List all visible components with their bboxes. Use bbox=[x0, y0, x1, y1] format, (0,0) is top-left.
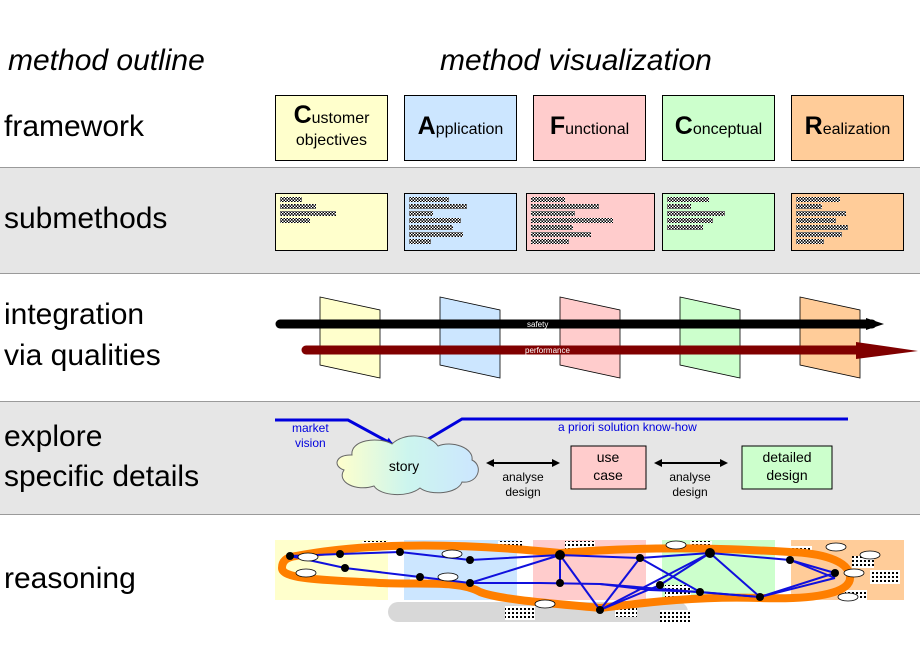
framework-box-realization: Realization bbox=[791, 95, 904, 161]
conceptual-rest: onceptual bbox=[692, 121, 763, 138]
submethod-lines-customer bbox=[280, 197, 336, 223]
use-case-box bbox=[570, 445, 647, 490]
submethod-lines-realization bbox=[796, 197, 848, 244]
plane-conceptual bbox=[679, 296, 741, 379]
submethod-lines-functional bbox=[531, 197, 613, 244]
framework-box-conceptual: Conceptual bbox=[662, 95, 775, 161]
analyse-2-text-a: analyse bbox=[669, 470, 711, 484]
integration-label-line1: integration bbox=[4, 298, 145, 331]
plane-realization bbox=[799, 296, 861, 379]
framework-box-application: Application bbox=[404, 95, 517, 161]
submethods-label: submethods bbox=[4, 202, 168, 235]
use-case-text-1: use bbox=[597, 449, 620, 465]
method-outline-header: method outline bbox=[8, 44, 205, 77]
story-text: story bbox=[389, 458, 419, 474]
functional-initial: F bbox=[549, 112, 566, 140]
plane-application bbox=[439, 296, 501, 379]
customer-rest: ustomer bbox=[311, 110, 370, 127]
reasoning-annotations bbox=[295, 540, 881, 609]
reasoning-nodes bbox=[286, 548, 839, 614]
quality-planes bbox=[319, 296, 861, 379]
customer-line2: objectives bbox=[295, 132, 368, 149]
integration-label-line2: via qualities bbox=[4, 339, 161, 372]
know-how-text: a priori solution know-how bbox=[558, 420, 697, 434]
reasoning-label: reasoning bbox=[4, 562, 136, 595]
customer-initial: C bbox=[293, 101, 312, 129]
submethod-text-blocks bbox=[280, 197, 848, 244]
detailed-design-box bbox=[741, 445, 833, 490]
safety-thread: safety bbox=[275, 318, 884, 330]
plane-functional bbox=[559, 296, 621, 379]
method-visualization-header: method visualization bbox=[440, 44, 712, 77]
realization-rest: ealization bbox=[822, 121, 891, 138]
safety-label: safety bbox=[527, 320, 548, 329]
reasoning-thread bbox=[278, 541, 854, 612]
submethod-lines-conceptual bbox=[667, 197, 725, 230]
performance-arrowhead bbox=[856, 342, 918, 359]
reasoning-diagram bbox=[275, 540, 904, 622]
framework-label: framework bbox=[4, 110, 145, 143]
realization-initial: R bbox=[804, 112, 823, 140]
analyse-1-text-a: analyse bbox=[502, 470, 544, 484]
detailed-design-text-1: detailed bbox=[762, 449, 811, 465]
framework-box-customer: Customer objectives bbox=[275, 95, 388, 161]
market-vision-text-2: vision bbox=[295, 436, 326, 450]
application-initial: A bbox=[417, 112, 436, 140]
functional-rest: unctional bbox=[565, 121, 630, 138]
story-cloud bbox=[336, 435, 479, 495]
use-case-text-2: case bbox=[593, 467, 623, 483]
conceptual-initial: C bbox=[674, 112, 693, 140]
explore-label-line1: explore bbox=[4, 420, 103, 453]
market-vision-text-1: market bbox=[292, 421, 329, 435]
application-rest: pplication bbox=[435, 121, 504, 138]
analyse-2-text-b: design bbox=[672, 485, 707, 499]
explore-diagram: market vision a priori solution know-how… bbox=[275, 417, 848, 499]
framework-box-functional: Functional bbox=[533, 95, 646, 161]
know-how-arrow bbox=[418, 417, 848, 446]
performance-label: performance bbox=[525, 346, 570, 355]
submethod-lines-application bbox=[409, 197, 467, 244]
detailed-design-text-2: design bbox=[766, 467, 807, 483]
explore-label-line2: specific details bbox=[4, 460, 200, 493]
market-vision-arrow bbox=[275, 418, 394, 446]
performance-thread: performance bbox=[301, 342, 918, 359]
safety-arrowhead bbox=[866, 318, 884, 330]
plane-customer bbox=[319, 296, 381, 379]
analyse-1-text-b: design bbox=[505, 485, 540, 499]
